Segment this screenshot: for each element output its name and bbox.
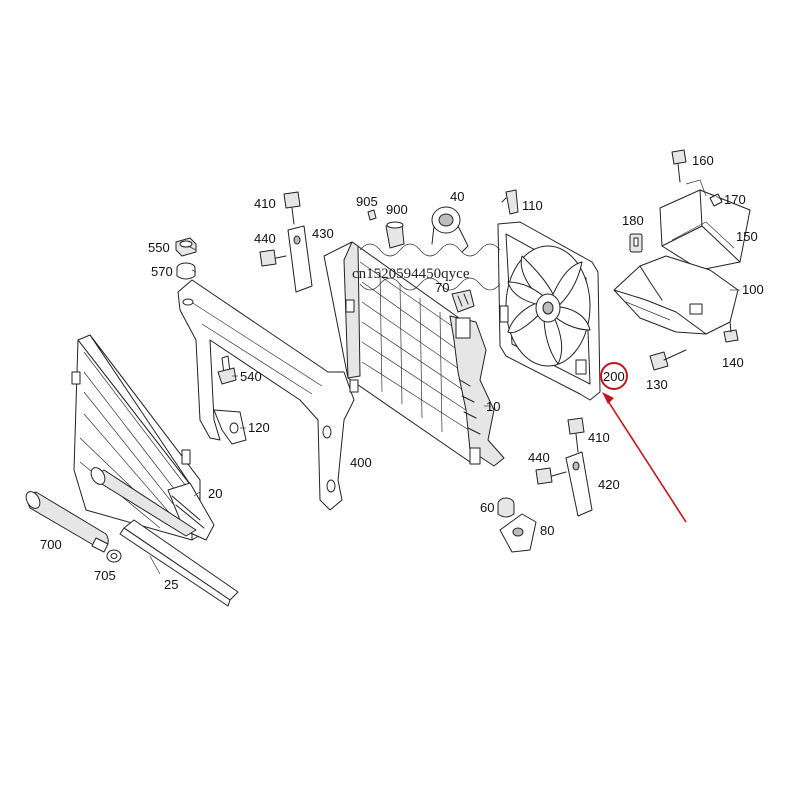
expansion-unit-part-40 (431, 206, 469, 253)
callout-440-upper: 440 (254, 231, 276, 246)
bolt-part-140 (723, 321, 739, 343)
callout-25: 25 (164, 577, 178, 592)
bracket-part-110 (501, 189, 519, 215)
callout-160: 160 (692, 153, 714, 168)
callout-905: 905 (356, 194, 378, 209)
callout-140: 140 (722, 355, 744, 370)
callout-40: 40 (450, 189, 464, 204)
callout-430: 430 (312, 226, 334, 241)
callout-900: 900 (386, 202, 408, 217)
callout-180: 180 (622, 213, 644, 228)
callout-150: 150 (736, 229, 758, 244)
callout-70: 70 (435, 280, 449, 295)
callout-400: 400 (350, 455, 372, 470)
callout-100: 100 (742, 282, 764, 297)
receiver-dryer-part-700 (25, 491, 122, 563)
bolt-part-410-upper (283, 191, 301, 225)
condenser-part-20 (71, 334, 215, 541)
bracket-part-420 (565, 451, 593, 517)
watermark-text: cn1520594450qyce (352, 266, 470, 282)
bolt-part-160 (671, 149, 687, 183)
highlight-arrow (602, 392, 687, 523)
clip-part-180 (629, 233, 643, 253)
callout-440-lower: 440 (528, 450, 550, 465)
bracket-part-80 (499, 513, 537, 553)
radiator-part-10 (323, 241, 505, 467)
sensor-part-905 (367, 209, 377, 221)
bolt-part-540 (217, 355, 237, 385)
cap-part-550 (175, 237, 197, 257)
bolt-part-440-upper (259, 249, 287, 267)
air-duct-part-100 (613, 255, 739, 335)
callout-700: 700 (40, 537, 62, 552)
callout-110: 110 (522, 198, 543, 213)
callout-120: 120 (248, 420, 270, 435)
callout-570: 570 (151, 264, 173, 279)
bolt-part-130 (649, 349, 687, 371)
fan-shroud-part-200 (497, 221, 601, 401)
callout-540: 540 (240, 369, 262, 384)
leader-lines (149, 179, 740, 575)
callout-170: 170 (724, 192, 746, 207)
callout-410-upper: 410 (254, 196, 276, 211)
bolt-part-410-lower (567, 417, 585, 453)
callout-80: 80 (540, 523, 554, 538)
clip-part-70 (451, 289, 475, 313)
bracket-part-430 (287, 225, 313, 293)
grommet-part-570 (176, 262, 196, 280)
callout-410-lower: 410 (588, 430, 610, 445)
watermark: cn1520594450qyce (352, 243, 501, 291)
callout-10: 10 (486, 399, 500, 414)
mount-part-60 (497, 497, 515, 518)
bolt-part-440-lower (535, 467, 567, 485)
callout-130: 130 (646, 377, 668, 392)
callout-550: 550 (148, 240, 170, 255)
callout-420: 420 (598, 477, 620, 492)
clip-part-170 (709, 193, 723, 207)
callout-20: 20 (208, 486, 222, 501)
callout-60: 60 (480, 500, 494, 515)
mounting-frame-part-400 (177, 279, 355, 511)
connector-part-900 (385, 221, 405, 249)
callout-705: 705 (94, 568, 116, 583)
callout-labels: 160 170 150 180 100 140 130 200 110 40 9… (40, 153, 764, 592)
air-duct-part-150 (659, 189, 751, 271)
highlight-circle (600, 362, 628, 390)
foam-strip-part-25 (90, 467, 239, 607)
callout-200: 200 (603, 369, 625, 384)
